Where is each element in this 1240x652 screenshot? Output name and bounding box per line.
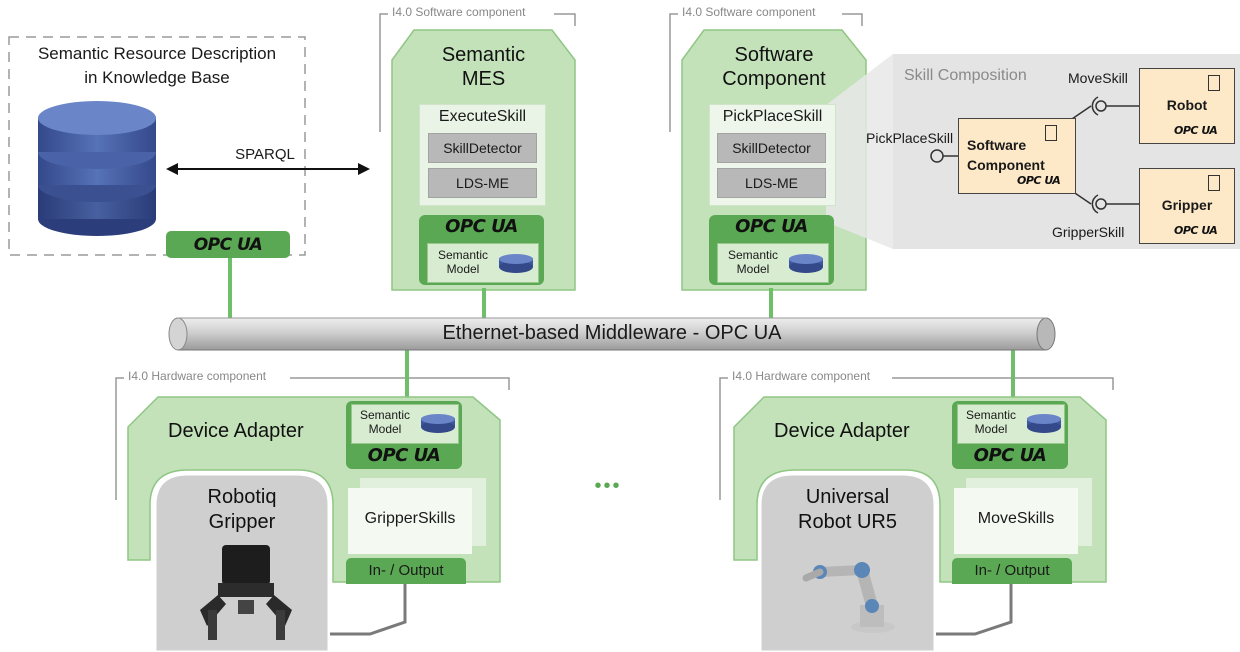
robot-skills-label: MoveSkills xyxy=(977,510,1055,527)
mes-title-line2: MES xyxy=(461,68,506,90)
gripperskill-port-label: GripperSkill xyxy=(1052,224,1125,240)
opcua-logo-icon: OPC UA xyxy=(1174,124,1218,137)
opcua-logo-icon: OPC UA xyxy=(1017,174,1061,187)
swc-title-line2: Component xyxy=(722,68,826,90)
swc-lds-me: LDS-ME xyxy=(717,168,826,198)
pickplace-port-label: PickPlaceSkill xyxy=(866,130,954,146)
robot-device-panel xyxy=(758,472,937,652)
database-icon xyxy=(421,414,455,433)
semantic-model-line1: Semantic xyxy=(727,248,779,262)
uml-gripper: Gripper OPC UA xyxy=(1139,168,1235,244)
opcua-logo-icon: OPC UA xyxy=(445,216,518,237)
opcua-logo-icon: OPC UA xyxy=(735,216,808,237)
pickplace-skill-title: PickPlaceSkill xyxy=(722,108,823,125)
semantic-model-line2: Model xyxy=(368,422,402,436)
mes-tag-bracket xyxy=(379,13,388,132)
knowledge-base-title-line2: in Knowledge Base xyxy=(84,68,230,87)
gripper-skills-box: GripperSkills xyxy=(348,488,472,554)
gripper-hardware-tag: I4.0 Hardware component xyxy=(128,369,267,384)
execute-skill-title: ExecuteSkill xyxy=(438,108,527,125)
middleware-pipe xyxy=(168,317,1056,351)
mes-lds-me: LDS-ME xyxy=(428,168,537,198)
robot-device-line2: Robot UR5 xyxy=(798,511,897,533)
swc-tag-bracket xyxy=(669,13,678,132)
mes-title-line1: Semantic xyxy=(441,44,526,66)
sparql-arrow xyxy=(166,163,370,175)
gripper-device-line1: Robotiq xyxy=(207,486,277,508)
gripper-hw-tag-bracket xyxy=(115,377,124,500)
mes-skill-detector: SkillDetector xyxy=(428,133,537,163)
knowledge-base-frame xyxy=(8,36,306,256)
robot-semantic-model: Semantic Model xyxy=(957,404,1065,444)
gripper-io-label: In- / Output xyxy=(368,562,444,579)
database-icon xyxy=(38,101,156,236)
uml-swc-line2: Component xyxy=(967,157,1045,173)
ur5-illustration xyxy=(802,562,895,633)
semantic-model-line1: Semantic xyxy=(359,408,411,422)
robot-adapter-title: Device Adapter xyxy=(774,420,910,442)
swc-semantic-model: Semantic Model xyxy=(717,243,829,283)
sparql-label: SPARQL xyxy=(235,146,295,163)
gripper-adapter-title: Device Adapter xyxy=(168,420,304,442)
tag-text: 4.0 Software component xyxy=(685,5,816,19)
semantic-model-line2: Model xyxy=(446,262,480,276)
opcua-logo-icon: OPC UA xyxy=(193,234,263,255)
component-icon xyxy=(1045,125,1057,141)
uml-gripper-label: Gripper xyxy=(1161,197,1213,213)
gripper-io-port: In- / Output xyxy=(346,558,466,584)
tag-text: 4.0 Software component xyxy=(395,5,526,19)
uml-software-component: Software Component OPC UA xyxy=(958,118,1076,194)
robot-io-port: In- / Output xyxy=(952,558,1072,584)
component-icon xyxy=(1208,75,1220,91)
gripper-illustration xyxy=(200,545,292,640)
tag-prefix: I xyxy=(682,5,686,19)
gripper-semantic-model: Semantic Model xyxy=(351,404,459,444)
database-icon xyxy=(789,254,823,273)
tag-text: 4.0 Hardware component xyxy=(735,369,871,383)
semantic-model-line2: Model xyxy=(974,422,1008,436)
skill-composition-projection xyxy=(826,54,893,249)
ellipsis: ••• xyxy=(594,475,622,497)
semantic-model-line1: Semantic xyxy=(437,248,489,262)
database-icon xyxy=(499,254,533,273)
opcua-logo-icon: OPC UA xyxy=(973,445,1047,466)
tag-text: 4.0 Hardware component xyxy=(131,369,267,383)
component-icon xyxy=(1208,175,1220,191)
uml-robot-label: Robot xyxy=(1166,97,1208,113)
uml-swc-line1: Software xyxy=(967,137,1027,153)
opcua-logo-icon: OPC UA xyxy=(1174,224,1218,237)
robot-hardware-tag: I4.0 Hardware component xyxy=(732,369,871,384)
tag-prefix: I xyxy=(732,369,736,383)
robot-hw-tag-bracket xyxy=(719,377,728,500)
database-icon xyxy=(1027,414,1061,433)
opcua-logo-icon: OPC UA xyxy=(367,445,441,466)
mes-semantic-model: Semantic Model xyxy=(427,243,539,283)
swc-title-line1: Software xyxy=(734,44,814,66)
skill-composition-title: Skill Composition xyxy=(904,67,1027,84)
kb-opcua-badge: OPC UA xyxy=(166,231,290,258)
middleware-label: Ethernet-based Middleware - OPC UA xyxy=(442,322,782,344)
tag-prefix: I xyxy=(128,369,132,383)
robot-io-label: In- / Output xyxy=(974,562,1050,579)
semantic-model-line2: Model xyxy=(736,262,770,276)
swc-skill-detector: SkillDetector xyxy=(717,133,826,163)
gripper-device-line2: Gripper xyxy=(208,511,276,533)
tag-prefix: I xyxy=(392,5,396,19)
robot-device-line1: Universal xyxy=(805,486,890,508)
knowledge-base-title-line1: Semantic Resource Description xyxy=(37,44,277,63)
robot-skills-box: MoveSkills xyxy=(954,488,1078,554)
mes-software-tag: I4.0 Software component xyxy=(392,5,526,20)
uml-robot: Robot OPC UA xyxy=(1139,68,1235,144)
semantic-model-line1: Semantic xyxy=(965,408,1017,422)
swc-software-tag: I4.0 Software component xyxy=(682,5,816,20)
gripper-skills-label: GripperSkills xyxy=(364,510,456,527)
moveskill-port-label: MoveSkill xyxy=(1068,70,1128,86)
